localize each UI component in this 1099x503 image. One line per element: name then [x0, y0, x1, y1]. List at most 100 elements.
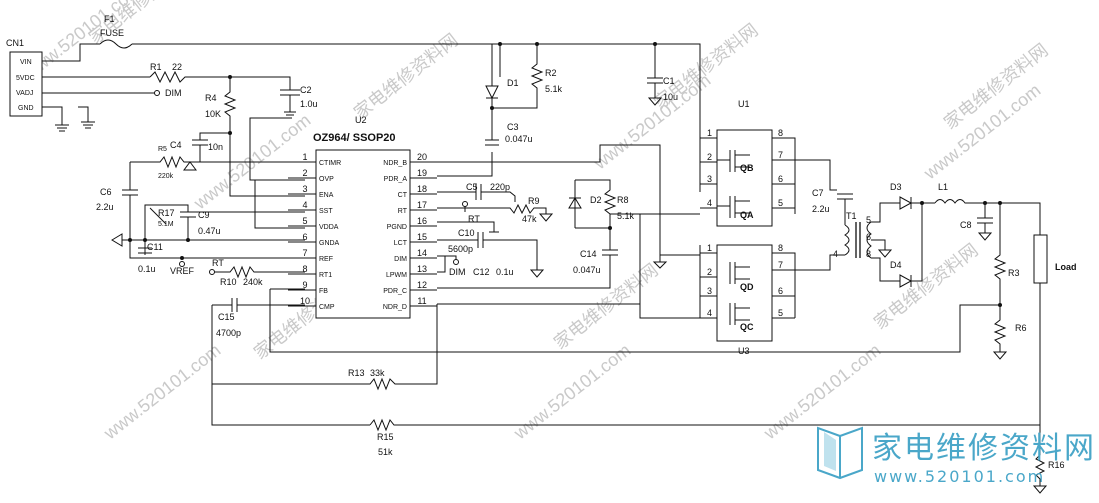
- vref-net-label: VREF: [170, 266, 195, 276]
- mosfet-pin-number: 1: [707, 243, 712, 253]
- ic-pin-name: RT1: [319, 272, 332, 279]
- ic-pin-number: 11: [417, 296, 426, 306]
- resistor-r10: RT R10 240k: [209, 258, 305, 287]
- ic-pin-name: LPWM: [386, 272, 407, 279]
- brand-name: 家电维修资料网: [872, 431, 1096, 466]
- ic-pin-number: 16: [417, 216, 427, 226]
- ic-u2: U2 OZ964/ SSOP20 1CTIMR2OVP3ENA4SST5VDDA…: [288, 115, 437, 319]
- c5-value: 220p: [490, 182, 510, 192]
- c6-value: 2.2u: [96, 202, 114, 212]
- t1-pin-8: 8: [866, 249, 871, 259]
- ic-part-number: OZ964/ SSOP20: [313, 132, 396, 144]
- mosfet-pin-number: 5: [778, 308, 783, 318]
- ic-pin-number: 18: [417, 184, 427, 194]
- resistor-r9: R9 47k: [522, 196, 540, 224]
- ic-pin-name: GNDA: [319, 240, 340, 247]
- ic-pin-name: RT: [398, 208, 408, 215]
- r5-ref: R5: [158, 146, 167, 153]
- c3-value: 0.047u: [505, 134, 533, 144]
- mosfet-pin-number: 3: [707, 174, 712, 184]
- ic-pin-number: 9: [302, 280, 307, 290]
- c5-ref: C5: [466, 182, 478, 192]
- r6-ref: R6: [1015, 323, 1027, 333]
- ic-pin-number: 5: [302, 216, 307, 226]
- rt-node: RT: [468, 214, 480, 224]
- c15-value: 4700p: [216, 328, 241, 338]
- c10-value: 5600p: [448, 244, 473, 254]
- mosfet-pin-number: 8: [778, 243, 783, 253]
- c15-ref: C15: [218, 312, 235, 322]
- c1-ref: C1: [663, 76, 675, 86]
- mosfet-pin-number: 4: [707, 198, 712, 208]
- ic-pin-name: CT: [398, 192, 408, 199]
- r2-value: 5.1k: [545, 84, 563, 94]
- mosfet-pin-number: 6: [778, 174, 783, 184]
- ic-pin-name: DIM: [394, 256, 407, 263]
- watermark-url: www.520101.com: [99, 340, 224, 444]
- watermark-url: www.520101.com: [759, 340, 884, 444]
- capacitor-c11: C11 0.1u: [129, 240, 305, 274]
- r9-ref: R9: [528, 196, 540, 206]
- mosfet-pin-number: 2: [707, 267, 712, 277]
- ic-pin-name: SST: [319, 208, 333, 215]
- ic-pin-number: 15: [417, 232, 427, 242]
- resistor-r15: R15 51k: [369, 418, 1040, 457]
- ic-right-wires: [437, 108, 700, 319]
- ic-pin-number: 7: [302, 248, 307, 258]
- capacitor-c15: C15 4700p: [211, 298, 370, 426]
- inductor-l1: L1: [934, 182, 1041, 235]
- c6-ref: C6: [100, 187, 112, 197]
- watermark-text: 家电维修资料网: [870, 240, 982, 333]
- r2-ref: R2: [545, 68, 557, 78]
- r5-value: 220k: [158, 173, 174, 180]
- c9-value: 0.47u: [198, 226, 221, 236]
- ic-pin-name: NDR_D: [383, 304, 407, 311]
- ic-pin-name: PDR_A: [384, 176, 408, 183]
- resistor-r1: R1 22: [149, 62, 291, 90]
- mosfet-pin-number: 6: [778, 286, 783, 296]
- load-element: Load: [1033, 234, 1077, 455]
- mosfet-pin-number: 8: [778, 128, 783, 138]
- d4-ref: D4: [890, 260, 902, 270]
- c14-value: 0.047u: [573, 265, 601, 275]
- ic-pin-number: 12: [417, 280, 427, 290]
- c3-ref: C3: [507, 122, 519, 132]
- ic-pin-number: 1: [302, 152, 307, 162]
- ic-pin-name: CTIMR: [319, 160, 341, 167]
- ic-pin-number: 19: [417, 168, 427, 178]
- cn1-pin-vin: VIN: [20, 59, 32, 66]
- ic-pin-name: NDR_B: [383, 160, 407, 167]
- c7-value: 2.2u: [812, 204, 830, 214]
- capacitor-c8: C8: [960, 203, 993, 241]
- bridge-wires: C7 2.2u: [639, 159, 853, 304]
- rt-net-label-2: RT: [468, 214, 480, 224]
- rt-net-label: RT: [212, 258, 224, 268]
- connector-wires: [42, 43, 155, 132]
- watermark-text: 家电维修资料网: [550, 260, 662, 353]
- watermark-url: www.520101.com: [509, 340, 634, 444]
- capacitor-c5: C5 220p: [466, 182, 510, 192]
- dim-net-label: DIM: [165, 88, 182, 98]
- vref-node: VREF: [170, 261, 195, 276]
- c2-ref: C2: [300, 85, 312, 95]
- r17-ref: R17: [158, 208, 175, 218]
- diode-d1: D1: [485, 44, 519, 108]
- r4-value: 10K: [205, 109, 221, 119]
- resistor-r6: R6: [992, 305, 1027, 360]
- t1-pin-4: 4: [833, 249, 838, 259]
- transformer-t1: T1 5 6 8 4: [833, 202, 900, 282]
- mosfet-pin-number: 3: [707, 286, 712, 296]
- r10-ref: R10: [220, 277, 237, 287]
- c4-ref: C4: [170, 140, 182, 150]
- ic-pin-name: CMP: [319, 304, 335, 311]
- c10-ref: C10: [458, 228, 475, 238]
- c9-ref: C9: [198, 210, 210, 220]
- resistor-r8: R8 5.1k: [617, 195, 635, 221]
- r13-ref: R13: [348, 368, 365, 378]
- r3-ref: R3: [1008, 268, 1020, 278]
- capacitor-c6: C6 2.2u: [96, 187, 138, 240]
- qb-label: QB: [740, 163, 754, 173]
- d1-ref: D1: [507, 78, 519, 88]
